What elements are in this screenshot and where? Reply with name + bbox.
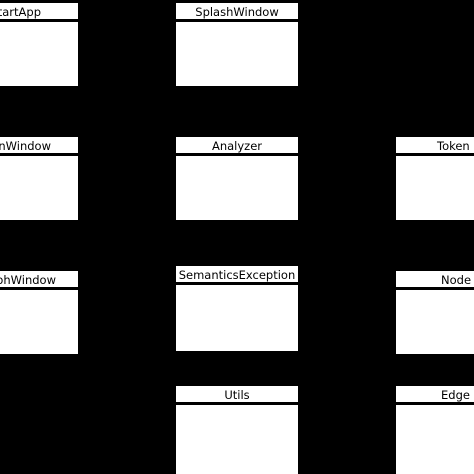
class-splash-window: SplashWindow <box>176 3 298 86</box>
class-name-semantics-exception: SemanticsException <box>176 266 298 285</box>
class-name-edge: Edge <box>396 386 474 405</box>
class-name-analyzer: Analyzer <box>176 137 298 156</box>
class-token: Token <box>396 137 474 220</box>
class-name-utils: Utils <box>176 386 298 405</box>
class-analyzer: Analyzer <box>176 137 298 220</box>
class-edge: Edge <box>396 386 474 474</box>
class-name-graph-window: GraphWindow <box>0 271 78 290</box>
class-name-token: Token <box>396 137 474 156</box>
class-name-text: GraphWindow <box>0 273 56 287</box>
class-start-app: StartApp <box>0 3 78 86</box>
class-name-text: StartApp <box>0 5 41 19</box>
class-name-start-app: StartApp <box>0 3 78 22</box>
class-name-node: Node <box>396 271 474 290</box>
class-graph-window: GraphWindow <box>0 271 78 354</box>
class-utils: Utils <box>176 386 298 474</box>
class-name-text: MainWindow <box>0 139 51 153</box>
class-node: Node <box>396 271 474 354</box>
class-semantics-exception: SemanticsException <box>176 266 298 351</box>
class-name-main-window: MainWindow <box>0 137 78 156</box>
class-main-window: MainWindow <box>0 137 78 220</box>
class-name-splash-window: SplashWindow <box>176 3 298 22</box>
